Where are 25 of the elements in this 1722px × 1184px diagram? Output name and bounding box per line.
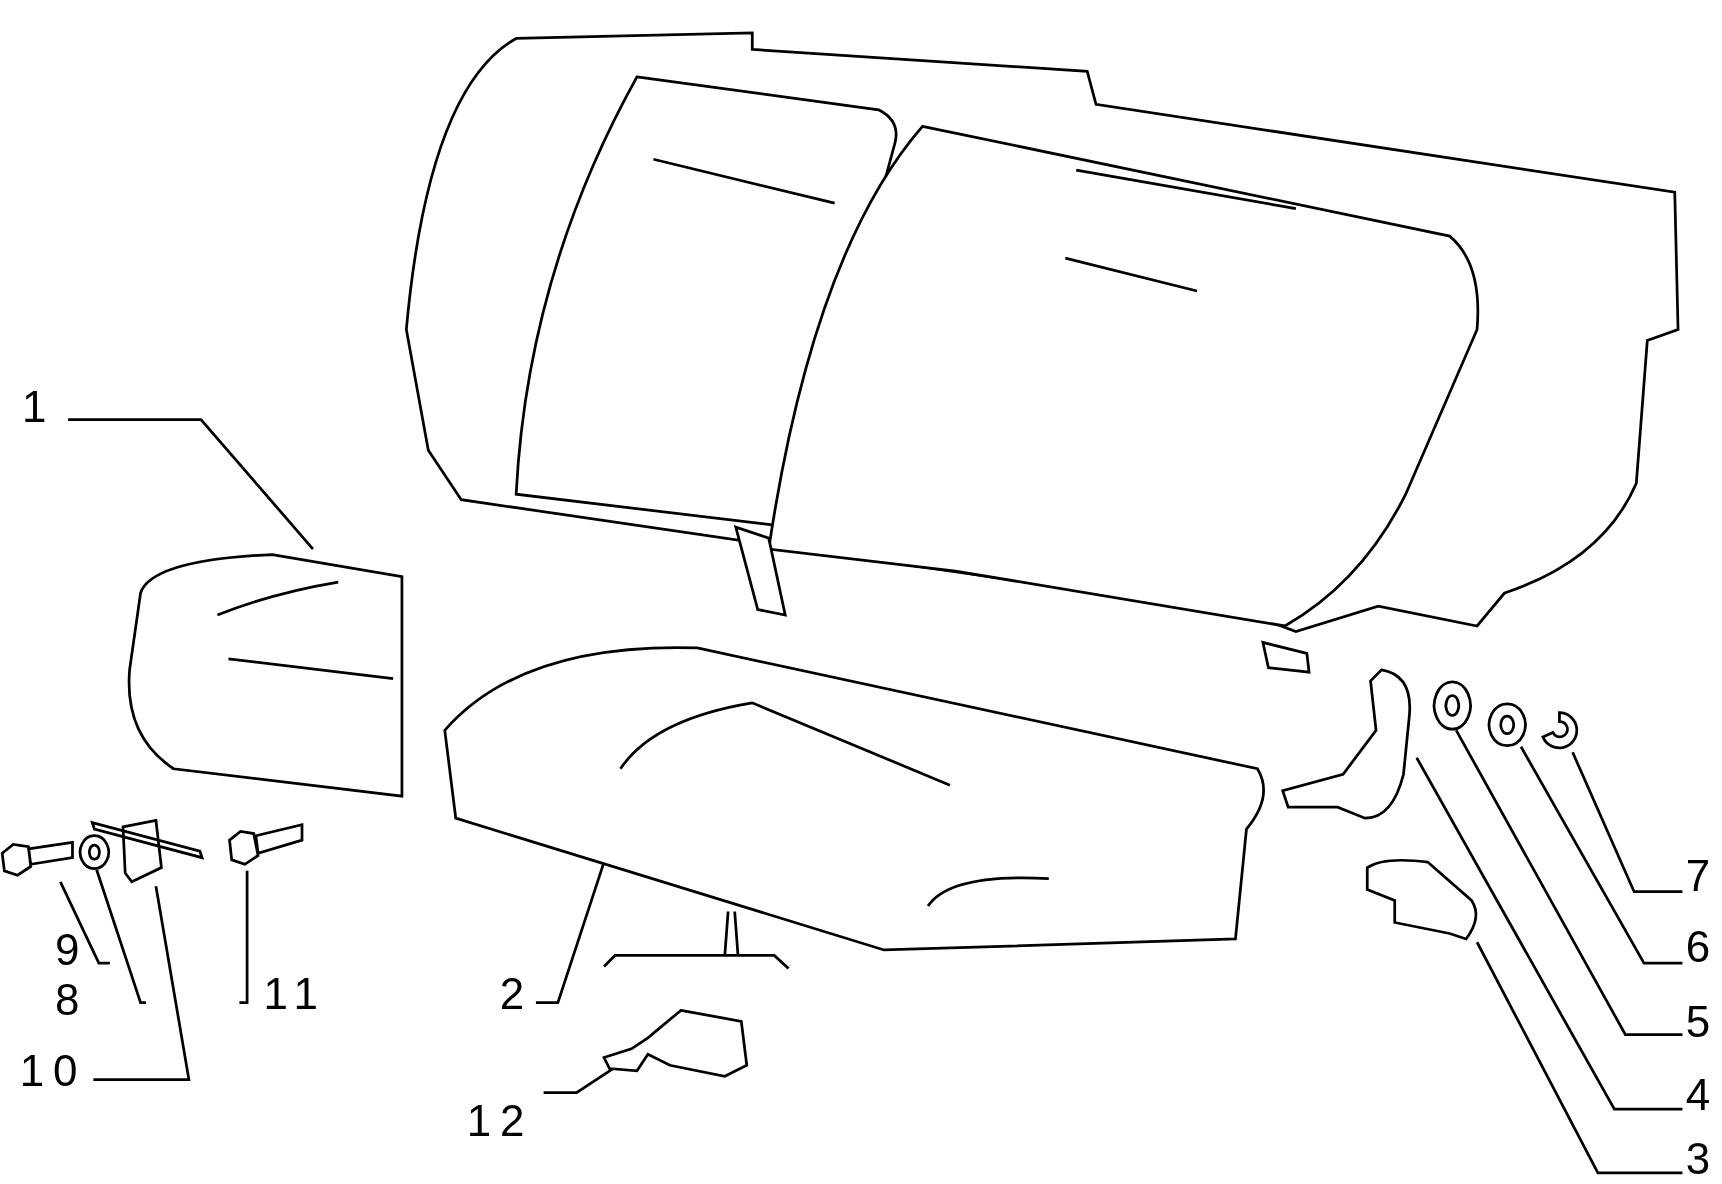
leader-line bbox=[95, 869, 147, 1005]
callout-number: 3 bbox=[1685, 1136, 1719, 1181]
leader-line bbox=[93, 886, 191, 1081]
leader-line bbox=[59, 881, 110, 965]
leader-line bbox=[1455, 729, 1683, 1036]
leader-line bbox=[1475, 941, 1683, 1175]
callout-number: 12 bbox=[466, 1098, 534, 1143]
callout-number: 8 bbox=[54, 977, 89, 1022]
callout-number: 1 bbox=[21, 384, 56, 429]
leader-line bbox=[68, 418, 315, 550]
callout-number: 9 bbox=[54, 928, 89, 972]
callout-number: 5 bbox=[1685, 999, 1719, 1044]
callout-number: 4 bbox=[1685, 1072, 1719, 1117]
leader-line bbox=[1519, 746, 1683, 965]
callout-number: 2 bbox=[499, 971, 533, 1016]
leader-line bbox=[239, 870, 249, 1005]
callout-number: 7 bbox=[1685, 853, 1719, 898]
callout-number: 10 bbox=[19, 1048, 87, 1093]
callout-number: 6 bbox=[1685, 924, 1719, 969]
leader-line bbox=[1571, 751, 1683, 894]
washer-drawing bbox=[1488, 702, 1527, 747]
callout-number: 11 bbox=[263, 971, 327, 1016]
washer-drawing bbox=[79, 834, 110, 870]
leader-line bbox=[1415, 757, 1683, 1111]
washer-drawing bbox=[1433, 680, 1472, 731]
